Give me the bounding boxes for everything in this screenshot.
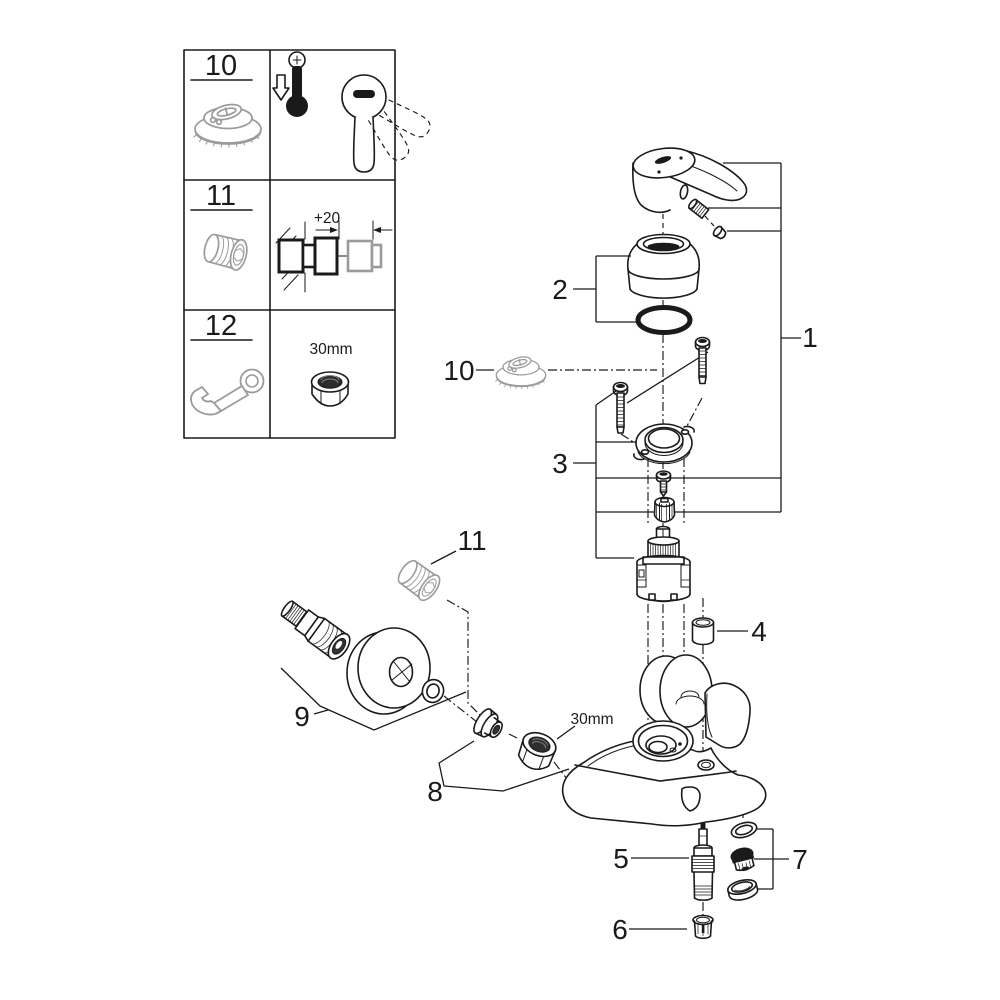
part-faucet-body [561, 654, 767, 827]
legend-table: 10 11 [183, 49, 431, 439]
part-diverter [691, 822, 715, 901]
part-screw-plug [712, 225, 727, 240]
callout-label-8: 8 [427, 776, 443, 807]
part-washer [421, 678, 445, 704]
callout-label-11: 11 [457, 525, 486, 556]
part-hex-adapter [653, 496, 676, 523]
callout-label-1: 1 [802, 322, 818, 353]
aerator-callout-icon [494, 354, 547, 390]
legend-number-10: 10 [205, 50, 237, 82]
dimension-plus20: +20 [314, 210, 393, 240]
part-mounting-flange [633, 423, 695, 465]
callout-brackets [280, 162, 801, 930]
callout-labels: 1 2 3 4 5 6 7 8 9 10 11 30mm [294, 274, 818, 945]
part-check-valve-cylinder [691, 617, 715, 646]
screw-pair-link-line [626, 351, 709, 404]
size-label-30mm-legend: 30mm [309, 341, 352, 358]
body-cartridge-seat [632, 720, 694, 762]
callout-label-2: 2 [552, 274, 568, 305]
aerator-housing-ring [727, 878, 759, 901]
bracket-2 [573, 255, 637, 323]
body-main [561, 740, 767, 827]
callout-label-6: 6 [612, 914, 628, 945]
part-handle-cap [626, 233, 701, 299]
bracket-7 [754, 828, 789, 890]
callout-label-5: 5 [613, 843, 629, 874]
lever-swing-icon [341, 74, 431, 173]
aerator-insert [730, 847, 755, 872]
part-stop-screw [655, 470, 672, 497]
part-grub-screw [687, 198, 727, 240]
part-o-ring [635, 305, 693, 335]
part-pull-knob [692, 914, 714, 940]
callout-label-4: 4 [751, 616, 767, 647]
bracket-9 [280, 667, 467, 731]
body-shower-lobe [704, 682, 751, 749]
down-arrow-icon [272, 74, 290, 101]
legend-number-12: 12 [205, 310, 237, 342]
legend-row-10: 10 [190, 50, 431, 173]
part-escutcheon [346, 627, 431, 715]
callout-label-10: 10 [443, 355, 474, 386]
adapter-callout-icon [393, 555, 445, 605]
callout-label-9: 9 [294, 701, 310, 732]
legend-row-11: 11 +20 [190, 180, 393, 293]
callout-line-11 [430, 550, 457, 565]
part-filter-insert [473, 708, 503, 739]
thermometer-plus-icon [286, 51, 308, 117]
aerator-o-ring [730, 821, 758, 839]
callout-label-3: 3 [552, 448, 568, 479]
part-fixing-screws [612, 336, 711, 434]
callout-label-7: 7 [792, 844, 808, 875]
bracket-8 [438, 740, 570, 792]
part-union-nut-30mm [517, 731, 557, 771]
bracket-1 [596, 162, 801, 513]
part-cartridge [636, 525, 691, 603]
extension-fitting-icon [277, 236, 383, 276]
legend-row-12: 12 30mm [190, 310, 353, 416]
dimension-label-plus20: +20 [314, 210, 341, 227]
bracket-3 [573, 388, 636, 559]
open-end-wrench-icon [190, 368, 265, 416]
hex-nut-30mm-icon: 30mm [309, 341, 353, 407]
body-hose-port [697, 759, 715, 771]
size-label-30mm: 30mm [570, 711, 613, 728]
adapter-callout-axis [446, 599, 485, 720]
part-lever-handle [632, 147, 748, 214]
body-diverter-boss [680, 786, 701, 812]
part-aerator-kit [727, 821, 759, 901]
part-s-union [280, 600, 351, 660]
legend-number-11: 11 [206, 180, 236, 212]
nut-size-pointer [556, 725, 576, 740]
